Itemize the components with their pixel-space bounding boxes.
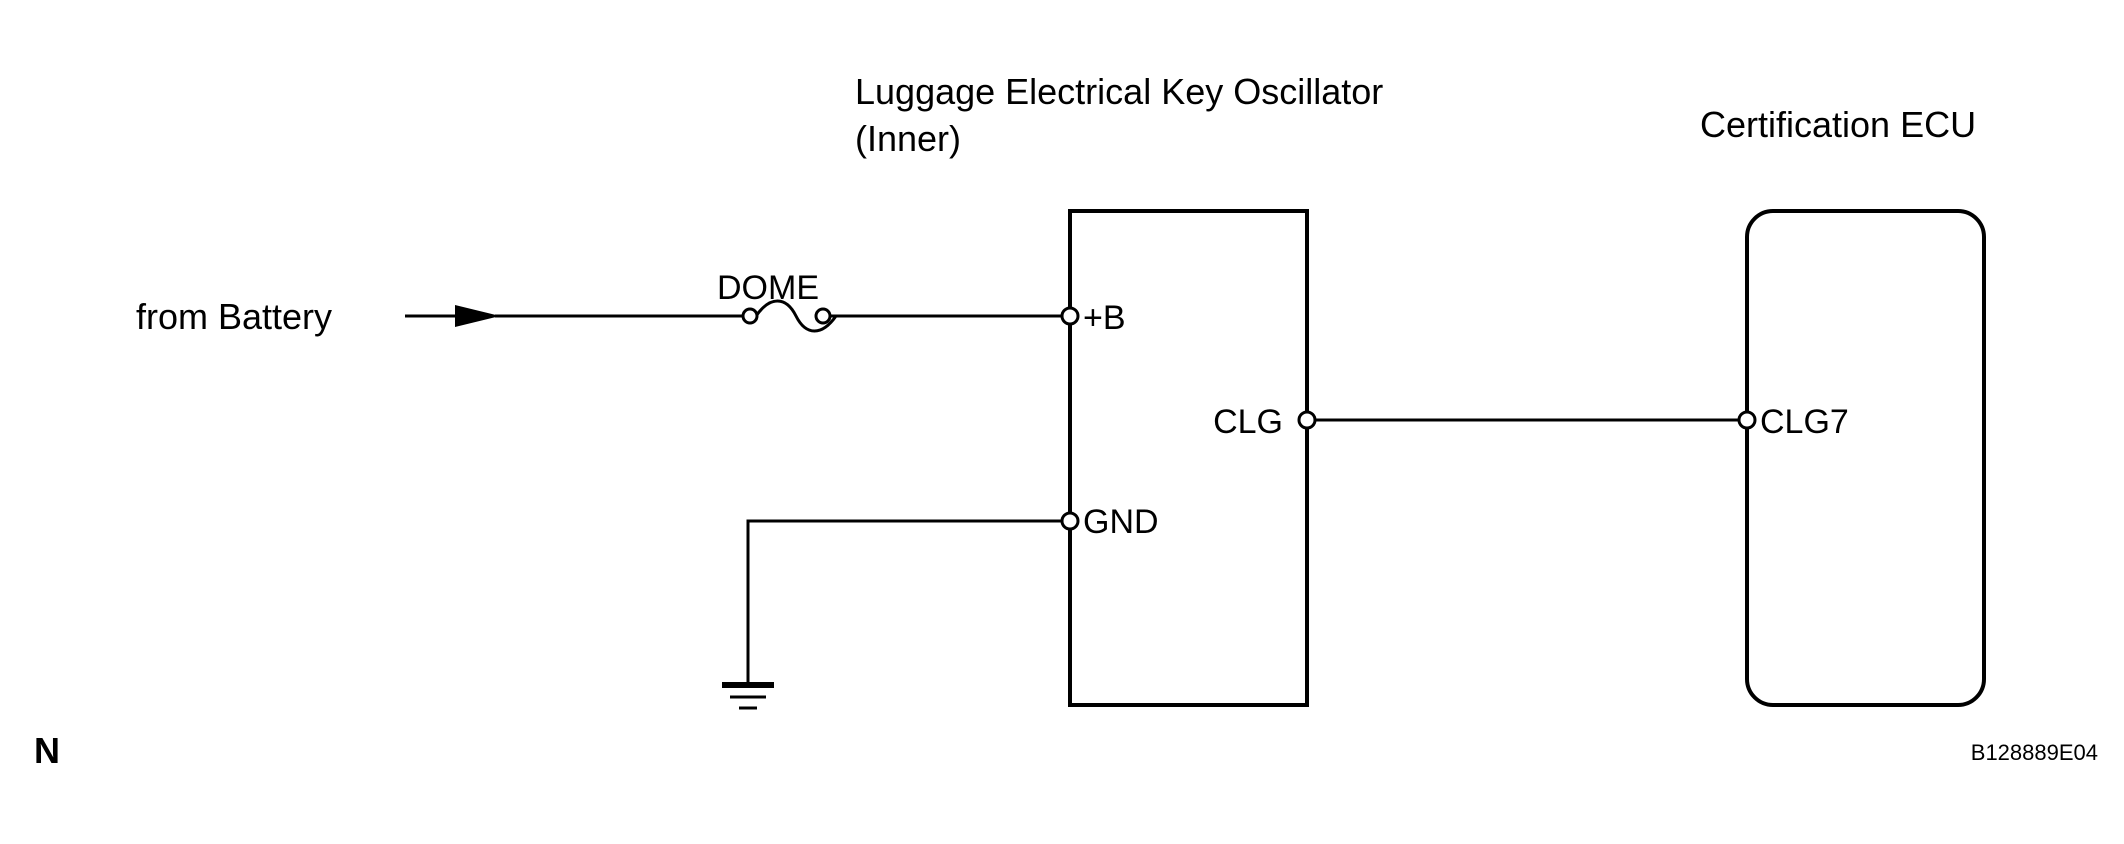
clg-pin-label: CLG — [1213, 403, 1283, 441]
battery-source-label: from Battery — [136, 296, 332, 337]
clg-terminal — [1297, 410, 1317, 430]
ground-icon — [722, 682, 774, 710]
fuse-terminal-left — [741, 307, 759, 325]
oscillator-title-line1: Luggage Electrical Key Oscillator — [855, 71, 1383, 112]
clg7-pin-label: CLG7 — [1760, 403, 1849, 441]
region-code: N — [34, 730, 60, 771]
arrow-icon — [455, 305, 500, 327]
oscillator-box — [1068, 209, 1309, 707]
oscillator-title-line2: (Inner) — [855, 118, 961, 159]
clg7-terminal — [1737, 410, 1757, 430]
b-terminal — [1060, 306, 1080, 326]
ecu-box — [1745, 209, 1986, 707]
gnd-wire — [746, 519, 1062, 685]
dome-fuse: DOME — [717, 269, 838, 333]
ecu-title: Certification ECU — [1700, 104, 1976, 145]
b-pin-label: +B — [1083, 299, 1126, 337]
gnd-pin-label: GND — [1083, 503, 1159, 541]
fuse-icon — [754, 299, 838, 333]
fuse-terminal-right — [814, 307, 832, 325]
fuse-label: DOME — [717, 269, 819, 307]
figure-id: B128889E04 — [1971, 740, 2098, 765]
gnd-terminal — [1060, 511, 1080, 531]
